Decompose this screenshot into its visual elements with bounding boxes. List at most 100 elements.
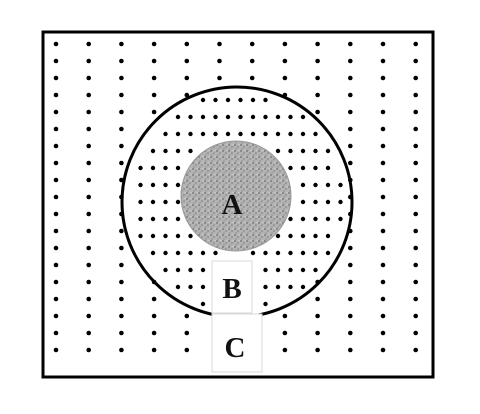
outer-dot	[86, 92, 91, 98]
outer-dot	[86, 126, 91, 132]
outer-dot	[119, 75, 124, 81]
outer-dot	[184, 347, 190, 353]
outer-dot	[53, 177, 59, 183]
outer-dot	[348, 262, 353, 268]
outer-dot	[86, 279, 91, 285]
outer-dot	[380, 262, 386, 268]
middle-dot	[175, 284, 181, 290]
middle-dot	[288, 114, 293, 120]
outer-dot	[86, 58, 91, 64]
middle-dot	[263, 131, 268, 137]
middle-dot	[300, 165, 306, 171]
middle-dot	[163, 165, 168, 171]
label-box-b	[211, 260, 253, 314]
outer-dot	[184, 41, 190, 47]
outer-dot	[348, 296, 353, 302]
outer-dot	[53, 109, 59, 115]
label-c: C	[225, 332, 246, 364]
outer-dot	[184, 58, 190, 64]
outer-dot	[413, 75, 419, 81]
middle-dot	[175, 148, 181, 154]
middle-dot	[138, 165, 143, 171]
outer-dot	[380, 41, 386, 47]
middle-dot	[150, 250, 156, 256]
middle-dot	[200, 301, 206, 307]
middle-dot	[300, 267, 306, 273]
outer-dot	[86, 75, 91, 81]
outer-dot	[380, 109, 386, 115]
outer-dot	[86, 262, 91, 268]
middle-dot	[313, 199, 318, 205]
middle-dot	[225, 97, 231, 103]
middle-dot	[163, 182, 168, 188]
outer-dot	[348, 143, 353, 149]
middle-dot	[200, 114, 206, 120]
middle-dot	[188, 284, 193, 290]
outer-dot	[413, 41, 419, 47]
outer-dot	[315, 330, 320, 336]
outer-dot	[282, 41, 288, 47]
outer-dot	[53, 211, 59, 217]
middle-dot	[288, 250, 293, 256]
middle-dot	[225, 131, 231, 137]
middle-dot	[313, 182, 318, 188]
middle-dot	[313, 165, 318, 171]
outer-dot	[315, 347, 320, 353]
middle-dot	[263, 267, 268, 273]
middle-dot	[263, 97, 268, 103]
middle-dot	[300, 199, 306, 205]
outer-dot	[53, 245, 59, 251]
outer-dot	[380, 211, 386, 217]
middle-dot	[200, 97, 206, 103]
outer-dot	[282, 347, 288, 353]
outer-dot	[217, 75, 222, 81]
outer-dot	[86, 245, 91, 251]
middle-dot	[213, 250, 218, 256]
outer-dot	[380, 245, 386, 251]
outer-dot	[282, 58, 288, 64]
outer-dot	[348, 347, 353, 353]
outer-dot	[53, 194, 59, 200]
middle-dot	[150, 199, 156, 205]
outer-dot	[86, 228, 91, 234]
middle-dot	[200, 131, 206, 137]
middle-dot	[238, 114, 243, 120]
middle-dot	[275, 250, 281, 256]
outer-dot	[53, 347, 59, 353]
middle-dot	[275, 284, 281, 290]
middle-dot	[338, 216, 343, 222]
outer-dot	[315, 58, 320, 64]
outer-dot	[119, 58, 124, 64]
middle-dot	[163, 233, 168, 239]
outer-dot	[348, 58, 353, 64]
outer-dot	[184, 313, 190, 319]
middle-dot	[263, 284, 268, 290]
outer-dot	[86, 330, 91, 336]
middle-dot	[175, 165, 181, 171]
outer-dot	[380, 347, 386, 353]
outer-dot	[413, 330, 419, 336]
middle-dot	[313, 216, 318, 222]
outer-dot	[380, 58, 386, 64]
outer-dot	[348, 160, 353, 166]
outer-dot	[53, 313, 59, 319]
middle-dot	[175, 131, 181, 137]
middle-dot	[188, 250, 193, 256]
outer-dot	[413, 126, 419, 132]
middle-dot	[163, 267, 168, 273]
middle-dot	[188, 148, 193, 154]
outer-dot	[249, 41, 255, 47]
middle-dot	[138, 182, 143, 188]
outer-dot	[380, 330, 386, 336]
middle-dot	[138, 199, 143, 205]
outer-dot	[315, 109, 320, 115]
outer-dot	[348, 126, 353, 132]
middle-dot	[288, 267, 293, 273]
outer-dot	[380, 160, 386, 166]
outer-dot	[315, 92, 320, 98]
outer-dot	[151, 109, 157, 115]
outer-dot	[184, 330, 190, 336]
middle-dot	[150, 216, 156, 222]
outer-dot	[315, 75, 320, 81]
outer-dot	[53, 58, 59, 64]
